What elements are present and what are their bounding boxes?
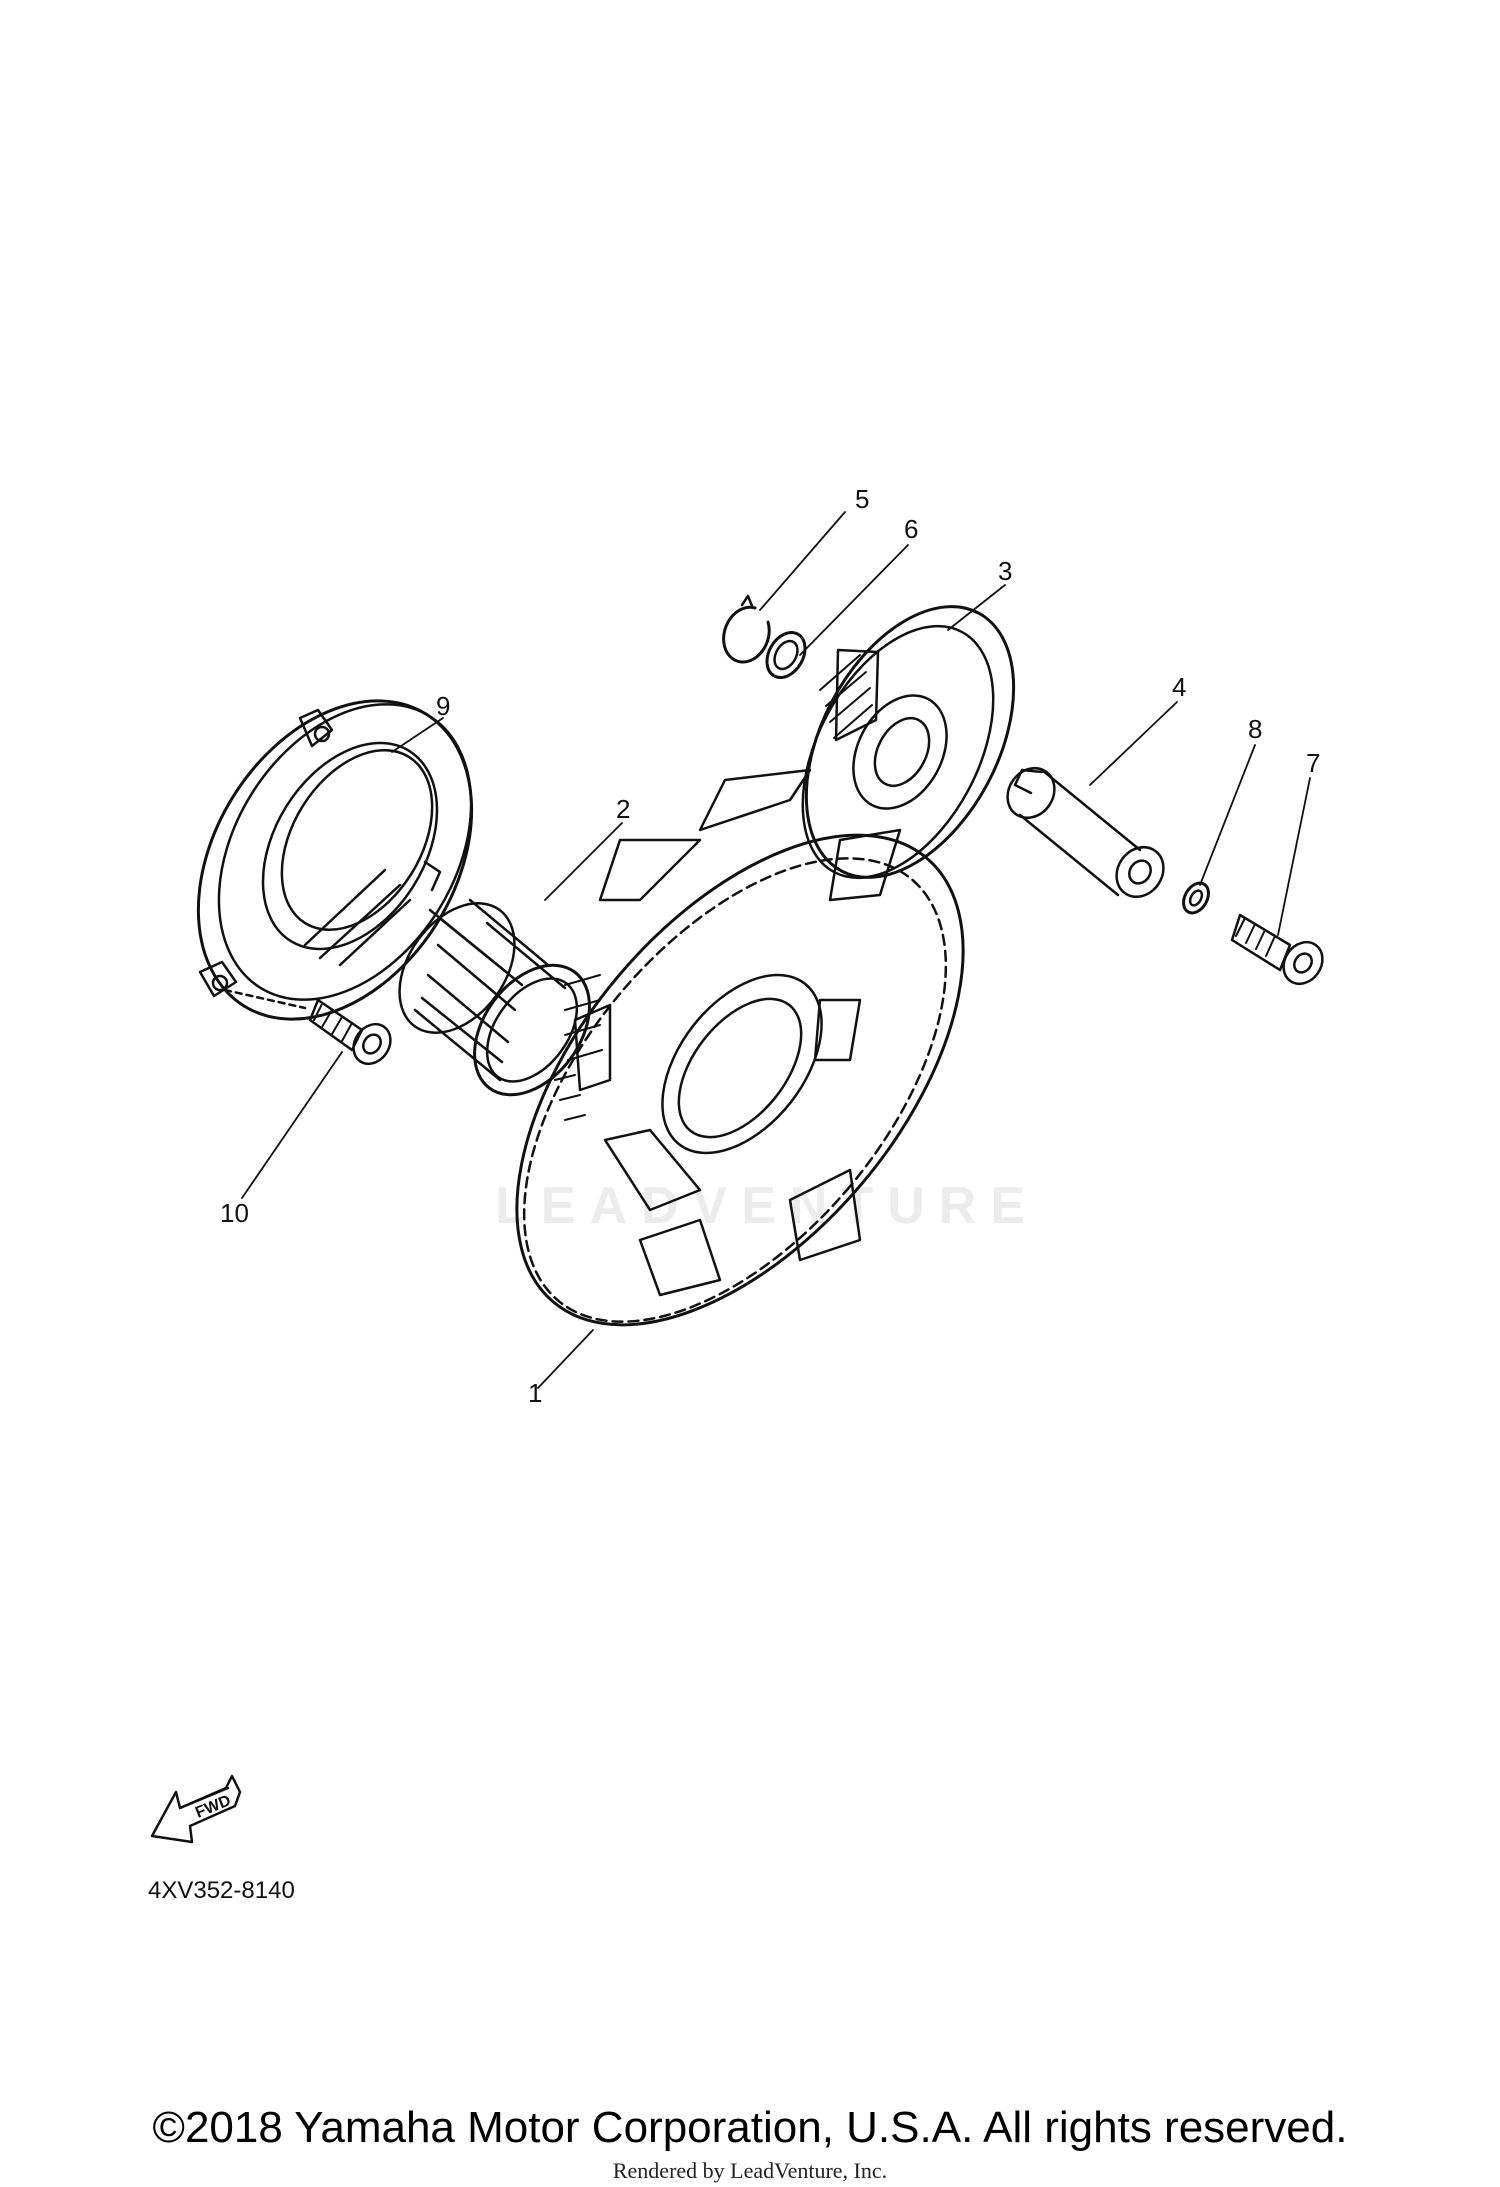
callout-9: 9 (436, 691, 450, 721)
callout-1: 1 (528, 1378, 542, 1408)
callout-10: 10 (220, 1198, 249, 1228)
rendered-by-text: Rendered by LeadVenture, Inc. (612, 2158, 888, 2183)
part-6-washer[interactable] (759, 626, 812, 685)
part-4-idle-shaft[interactable] (998, 759, 1173, 906)
part-7-bolt[interactable] (1230, 913, 1330, 991)
leader-lines (241, 511, 1311, 1389)
fwd-arrow-icon (150, 1774, 242, 1844)
callout-2: 2 (616, 794, 630, 824)
callout-3: 3 (998, 556, 1012, 586)
part-10-bolt[interactable] (223, 988, 398, 1071)
part-9-bearing-housing[interactable] (142, 651, 528, 1070)
callout-4: 4 (1172, 672, 1186, 702)
part-2-needle-bearing[interactable] (376, 882, 613, 1117)
callout-7: 7 (1306, 748, 1320, 778)
watermark-text: LEADVENTURE (495, 1177, 1040, 1235)
callout-6: 6 (904, 514, 918, 544)
part-8-washer[interactable] (1178, 879, 1213, 918)
part-3-idle-gear[interactable] (764, 572, 1057, 912)
fwd-label: FWD (193, 1792, 233, 1821)
part-5-circlip[interactable] (722, 594, 771, 664)
copyright-text: ©2018 Yamaha Motor Corporation, U.S.A. A… (152, 2103, 1348, 2152)
callout-8: 8 (1248, 714, 1262, 744)
callout-5: 5 (855, 484, 869, 514)
diagram-code: 4XV352-8140 (148, 1877, 295, 1904)
part-1-driven-gear[interactable] (431, 755, 1049, 1405)
